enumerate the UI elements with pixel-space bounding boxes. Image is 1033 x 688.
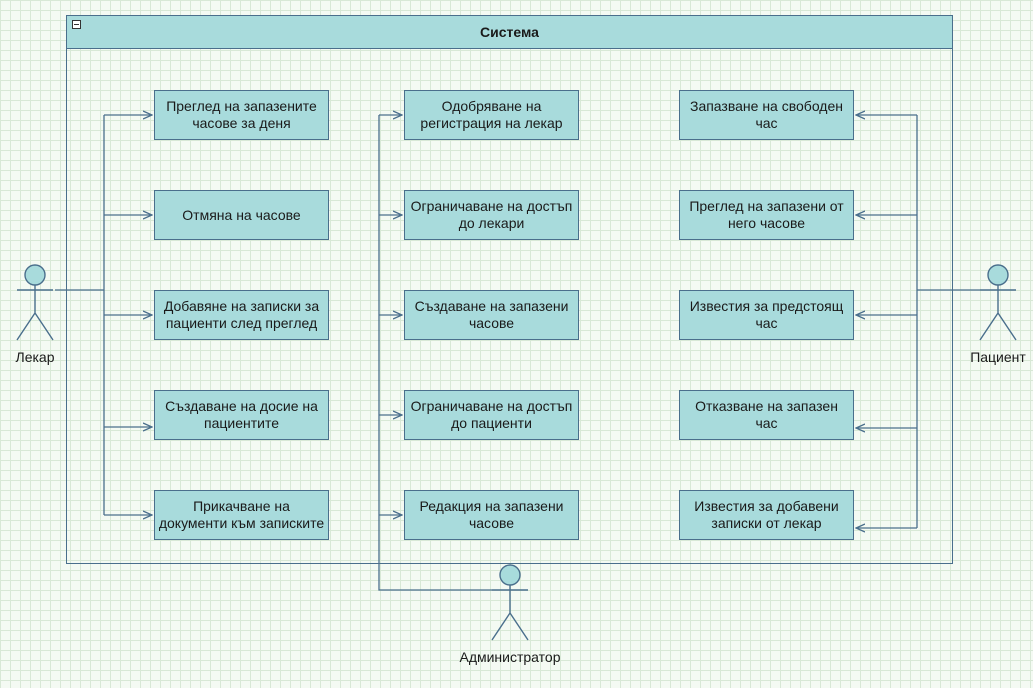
doctor-usecase-5[interactable]: Прикачване на документи към записките bbox=[154, 490, 329, 540]
patient-usecase-1[interactable]: Запазване на свободен час bbox=[679, 90, 854, 140]
patient-actor-label: Пациент bbox=[970, 349, 1026, 365]
doctor-usecase-3[interactable]: Добавяне на записки за пациенти след пре… bbox=[154, 290, 329, 340]
patient-actor-icon bbox=[979, 264, 1017, 341]
system-title: Система bbox=[480, 24, 539, 40]
patient-trunk bbox=[916, 115, 980, 528]
admin-usecase-5[interactable]: Редакция на запазени часове bbox=[404, 490, 579, 540]
patient-usecase-5[interactable]: Известия за добавени записки от лекар bbox=[679, 490, 854, 540]
admin-usecase-4[interactable]: Ограничаване на достъп до пациенти bbox=[404, 390, 579, 440]
admin-usecase-2[interactable]: Ограничаване на достъп до лекари bbox=[404, 190, 579, 240]
doctor-usecase-2[interactable]: Отмяна на часове bbox=[154, 190, 329, 240]
admin-usecase-1[interactable]: Одобряване на регистрация на лекар bbox=[404, 90, 579, 140]
patient-usecase-2[interactable]: Преглед на запазени от него часове bbox=[679, 190, 854, 240]
system-header: Система bbox=[67, 16, 952, 49]
admin-actor-icon bbox=[491, 564, 529, 641]
doctor-usecase-4[interactable]: Създаване на досие на пациентите bbox=[154, 390, 329, 440]
admin-usecase-3[interactable]: Създаване на запазени часове bbox=[404, 290, 579, 340]
patient-usecase-4[interactable]: Отказване на запазен час bbox=[679, 390, 854, 440]
patient-usecase-3[interactable]: Известия за предстоящ час bbox=[679, 290, 854, 340]
admin-trunk bbox=[378, 115, 492, 591]
doctor-actor-icon bbox=[16, 264, 54, 341]
doctor-trunk bbox=[55, 115, 105, 515]
doctor-actor-label: Лекар bbox=[15, 349, 55, 365]
doctor-usecase-1[interactable]: Преглед на запазените часове за деня bbox=[154, 90, 329, 140]
admin-actor-label: Администратор bbox=[459, 649, 561, 665]
collapse-icon[interactable] bbox=[72, 20, 81, 29]
